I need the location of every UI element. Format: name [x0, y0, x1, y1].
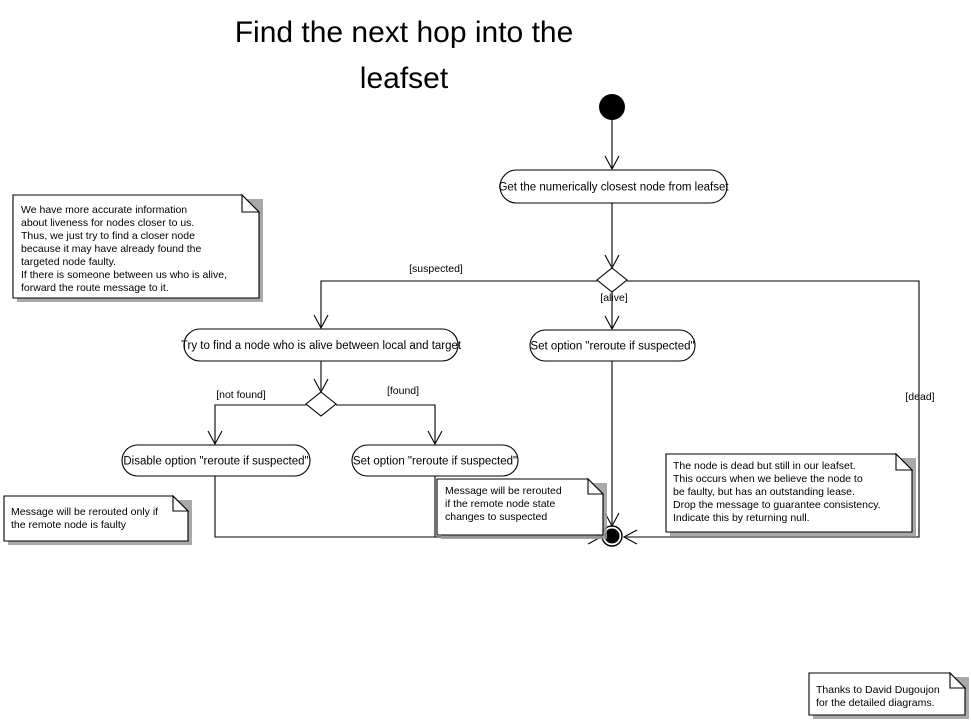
- note-dead-node-line-5: Indicate this by returning null.: [673, 512, 810, 524]
- edge-initial-to-get-closest: [604, 120, 620, 171]
- edge-suspected: [313, 280, 597, 330]
- activity-get-closest-node[interactable]: Get the numerically closest node from le…: [498, 169, 729, 204]
- note-faulty-only-line-1: Message will be rerouted only if: [11, 506, 158, 518]
- activity-try-find-alive-node[interactable]: Try to find a node who is alive between …: [181, 328, 462, 362]
- activity-try-find-alive-node-shape: [183, 328, 459, 362]
- activity-disable-reroute[interactable]: Disable option "reroute if suspected": [121, 444, 311, 477]
- activity-disable-reroute-label: Disable option "reroute if suspected": [123, 456, 308, 468]
- note-dead-node-line-3: be faulty, but has an outstanding lease.: [673, 486, 855, 498]
- note-faulty-only[interactable]: Message will be rerouted only if the rem…: [3, 494, 192, 545]
- decision-found-shape: [305, 391, 337, 417]
- activity-get-closest-node-label: Get the numerically closest node from le…: [498, 182, 729, 194]
- diagram-title: Find the next hop into the leafset: [235, 16, 574, 95]
- note-liveness-fold: [241, 193, 261, 213]
- guard-suspected: [suspected]: [409, 263, 463, 275]
- decision-liveness-shape: [596, 267, 628, 293]
- note-reroute-suspected-body: [436, 478, 604, 536]
- note-liveness-line-2: about liveness for nodes closer to us.: [21, 217, 194, 229]
- note-dead-node[interactable]: The node is dead but still in our leafse…: [665, 452, 916, 536]
- activity-set-reroute-alive-shape: [529, 329, 696, 362]
- note-faulty-only-fold: [172, 494, 190, 512]
- note-credit[interactable]: Thanks to David Dugoujon for the detaile…: [808, 671, 969, 719]
- activity-try-find-alive-node-label: Try to find a node who is alive between …: [181, 340, 462, 352]
- decision-liveness[interactable]: [596, 267, 628, 293]
- note-credit-fold: [949, 671, 967, 689]
- note-liveness-line-4: because it may have already found the: [21, 243, 202, 255]
- guard-not-found: [not found]: [216, 389, 266, 401]
- final-node-center: [604, 528, 620, 544]
- activity-get-closest-node-shape: [499, 169, 728, 204]
- note-faulty-only-body: [3, 495, 189, 542]
- activity-set-reroute-found-shape: [351, 444, 519, 477]
- note-dead-node-line-4: Drop the message to guarantee consistenc…: [673, 499, 881, 511]
- note-credit-line-1: Thanks to David Dugoujon: [816, 684, 940, 696]
- guard-found: [found]: [387, 385, 419, 397]
- note-dead-node-body: [665, 453, 913, 533]
- decision-found[interactable]: [305, 391, 337, 417]
- note-reroute-suspected-line-2: if the remote node state: [445, 498, 555, 510]
- diagram-title-line-1: Find the next hop into the: [235, 16, 574, 49]
- guard-dead: [dead]: [905, 391, 934, 403]
- edge-get-closest-to-decision: [604, 203, 620, 270]
- note-liveness-line-6: If there is someone between us who is al…: [21, 269, 227, 281]
- diagram-title-line-2: leafset: [360, 62, 449, 95]
- edge-dead: [622, 280, 920, 545]
- note-liveness-body: [12, 194, 260, 299]
- note-reroute-suspected-line-1: Message will be rerouted: [445, 485, 562, 497]
- note-faulty-only-line-2: the remote node is faulty: [11, 519, 127, 531]
- edge-layer: [207, 120, 920, 545]
- edge-found: [336, 404, 443, 446]
- note-liveness-line-5: targeted node faulty.: [21, 256, 116, 268]
- note-reroute-suspected[interactable]: Message will be rerouted if the remote n…: [436, 477, 607, 539]
- note-credit-body: [808, 672, 966, 716]
- edge-set-alive-to-final: [604, 361, 620, 528]
- guard-alive: [alive]: [600, 292, 628, 304]
- note-dead-node-fold: [895, 452, 914, 471]
- activity-set-reroute-found[interactable]: Set option "reroute if suspected": [351, 444, 519, 477]
- initial-node-circle: [599, 94, 625, 120]
- edge-not-found: [207, 404, 306, 446]
- edge-try-find-to-decision: [313, 361, 329, 394]
- initial-node[interactable]: [599, 94, 625, 120]
- note-reroute-suspected-line-3: changes to suspected: [445, 511, 547, 523]
- note-reroute-suspected-fold: [587, 477, 605, 495]
- note-dead-node-line-2: This occurs when we believe the node to: [673, 473, 863, 485]
- activity-set-reroute-alive-label: Set option "reroute if suspected": [530, 341, 694, 353]
- activity-set-reroute-found-label: Set option "reroute if suspected": [353, 456, 517, 468]
- note-liveness-line-3: Thus, we just try to find a closer node: [21, 230, 195, 242]
- guard-label-layer: [suspected] [alive] [dead] [not found] […: [216, 263, 934, 403]
- edge-alive: [604, 292, 620, 331]
- note-credit-line-2: for the detailed diagrams.: [816, 697, 934, 709]
- activity-set-reroute-alive[interactable]: Set option "reroute if suspected": [529, 329, 696, 362]
- activity-disable-reroute-shape: [121, 444, 311, 477]
- note-liveness-line-7: forward the route message to it.: [21, 282, 169, 294]
- note-liveness[interactable]: We have more accurate information about …: [12, 193, 263, 302]
- note-dead-node-line-1: The node is dead but still in our leafse…: [673, 460, 856, 472]
- note-liveness-line-1: We have more accurate information: [21, 204, 187, 216]
